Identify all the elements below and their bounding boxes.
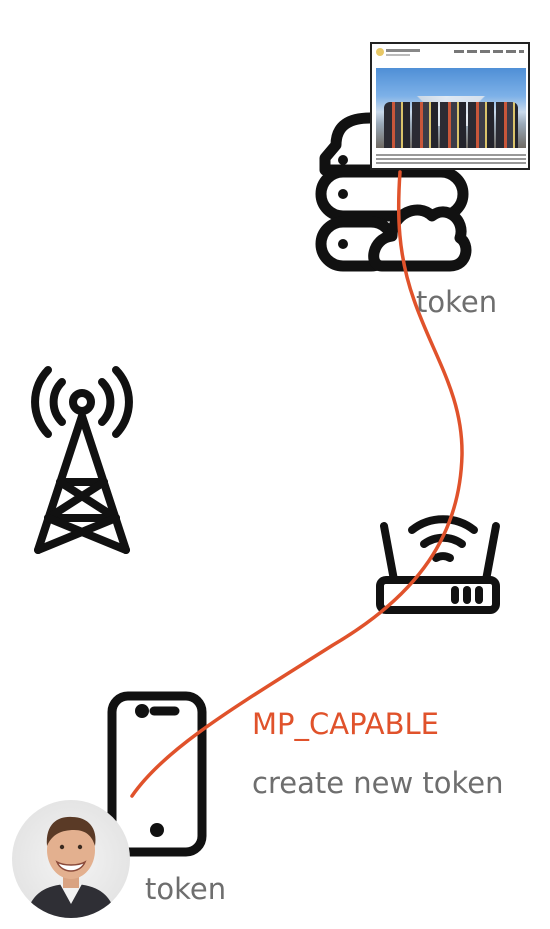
phone-token-label: token — [145, 872, 227, 906]
server-cloud-icon — [315, 112, 472, 272]
avatar-illustration — [26, 816, 116, 918]
server-token-label: token — [416, 285, 498, 319]
cell-tower-icon — [31, 366, 133, 554]
mp-capable-label: MP_CAPABLE — [252, 707, 439, 741]
website-screenshot-image — [370, 42, 530, 170]
wifi-router-icon — [376, 515, 500, 614]
smartphone-icon — [107, 691, 207, 857]
website-brand-sub — [386, 54, 410, 56]
user-avatar-photo — [12, 800, 130, 918]
website-logo-icon — [376, 48, 384, 56]
website-header — [372, 44, 528, 62]
people — [384, 102, 518, 148]
group-photo — [376, 68, 526, 148]
website-brand — [386, 49, 420, 52]
website-paragraph — [376, 154, 526, 164]
website-nav — [454, 50, 524, 53]
create-new-token-label: create new token — [252, 766, 504, 800]
connection-path — [130, 170, 464, 798]
